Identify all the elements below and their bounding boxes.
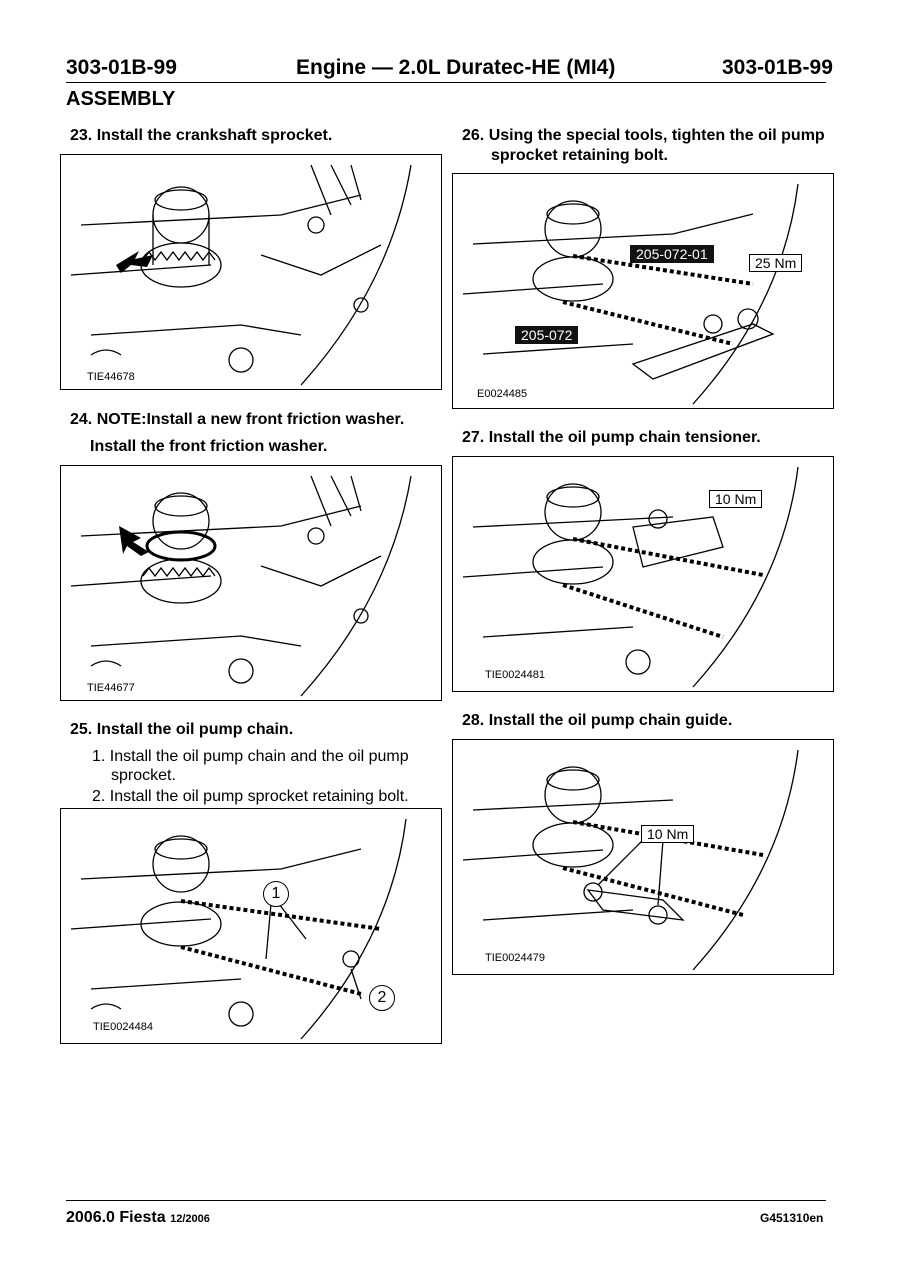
figure-id: TIE44678	[87, 371, 135, 383]
footer-rule	[66, 1200, 826, 1201]
step-25-substep-1: 1. Install the oil pump chain and the oi…	[92, 748, 409, 765]
engine-drawing	[462, 749, 799, 971]
figure-id: TIE44677	[87, 682, 135, 694]
figure-oil-pump-chain: 1 2 TIE0024484	[60, 808, 442, 1044]
step-25-substep-2: 2. Install the oil pump sprocket retaini…	[92, 788, 409, 805]
step-25-label: 25. Install the oil pump chain.	[70, 721, 294, 738]
page-title: Engine — 2.0L Duratec-HE (MI4)	[296, 56, 616, 79]
step-27-label: 27. Install the oil pump chain tensioner…	[462, 429, 761, 446]
step-26-label-cont: sprocket retaining bolt.	[491, 147, 668, 164]
tool-label-205-072-01: 205-072-01	[630, 245, 714, 263]
section-title: ASSEMBLY	[66, 88, 176, 110]
arrow-icon	[116, 251, 153, 273]
step-28-label: 28. Install the oil pump chain guide.	[462, 712, 733, 729]
step-24-note: 24. NOTE:Install a new front friction wa…	[70, 411, 405, 428]
figure-crankshaft-sprocket: TIE44678	[60, 154, 442, 390]
step-26-label: 26. Using the special tools, tighten the…	[462, 127, 825, 144]
torque-label: 25 Nm	[749, 254, 803, 272]
engine-drawing	[70, 164, 412, 386]
figure-special-tools: 205-072-01 205-072 25 Nm E0024485	[452, 173, 834, 409]
figure-id: E0024485	[477, 388, 528, 400]
footer-code: G451310en	[760, 1211, 824, 1225]
arrow-icon	[119, 526, 149, 556]
figure-id: TIE0024481	[485, 669, 545, 681]
step-23-label: 23. Install the crankshaft sprocket.	[70, 127, 333, 144]
figure-id: TIE0024484	[93, 1021, 153, 1033]
torque-label: 10 Nm	[709, 490, 763, 508]
step-24-label: Install the front friction washer.	[90, 438, 328, 455]
torque-label: 10 Nm	[641, 825, 695, 843]
header-rule	[66, 82, 826, 83]
engine-drawing	[70, 475, 412, 697]
callout-2: 2	[369, 985, 395, 1011]
figure-chain-guide: 10 Nm TIE0024479	[452, 739, 834, 975]
footer-date: 12/2006	[170, 1213, 210, 1225]
figure-chain-tensioner: 10 Nm TIE0024481	[452, 456, 834, 692]
figure-friction-washer: TIE44677	[60, 465, 442, 701]
engine-drawing	[462, 466, 799, 688]
tool-label-205-072: 205-072	[515, 326, 579, 344]
footer-model-date: 2006.0 Fiesta 12/2006	[66, 1209, 210, 1227]
engine-drawing	[462, 183, 799, 405]
page-code-left: 303-01B-99	[66, 56, 177, 79]
callout-1: 1	[263, 881, 289, 907]
engine-drawing	[70, 818, 407, 1040]
figure-id: TIE0024479	[485, 952, 545, 964]
footer-model: 2006.0 Fiesta	[66, 1209, 166, 1226]
page-code-right: 303-01B-99	[722, 56, 833, 79]
step-25-substep-1-cont: sprocket.	[111, 767, 176, 784]
